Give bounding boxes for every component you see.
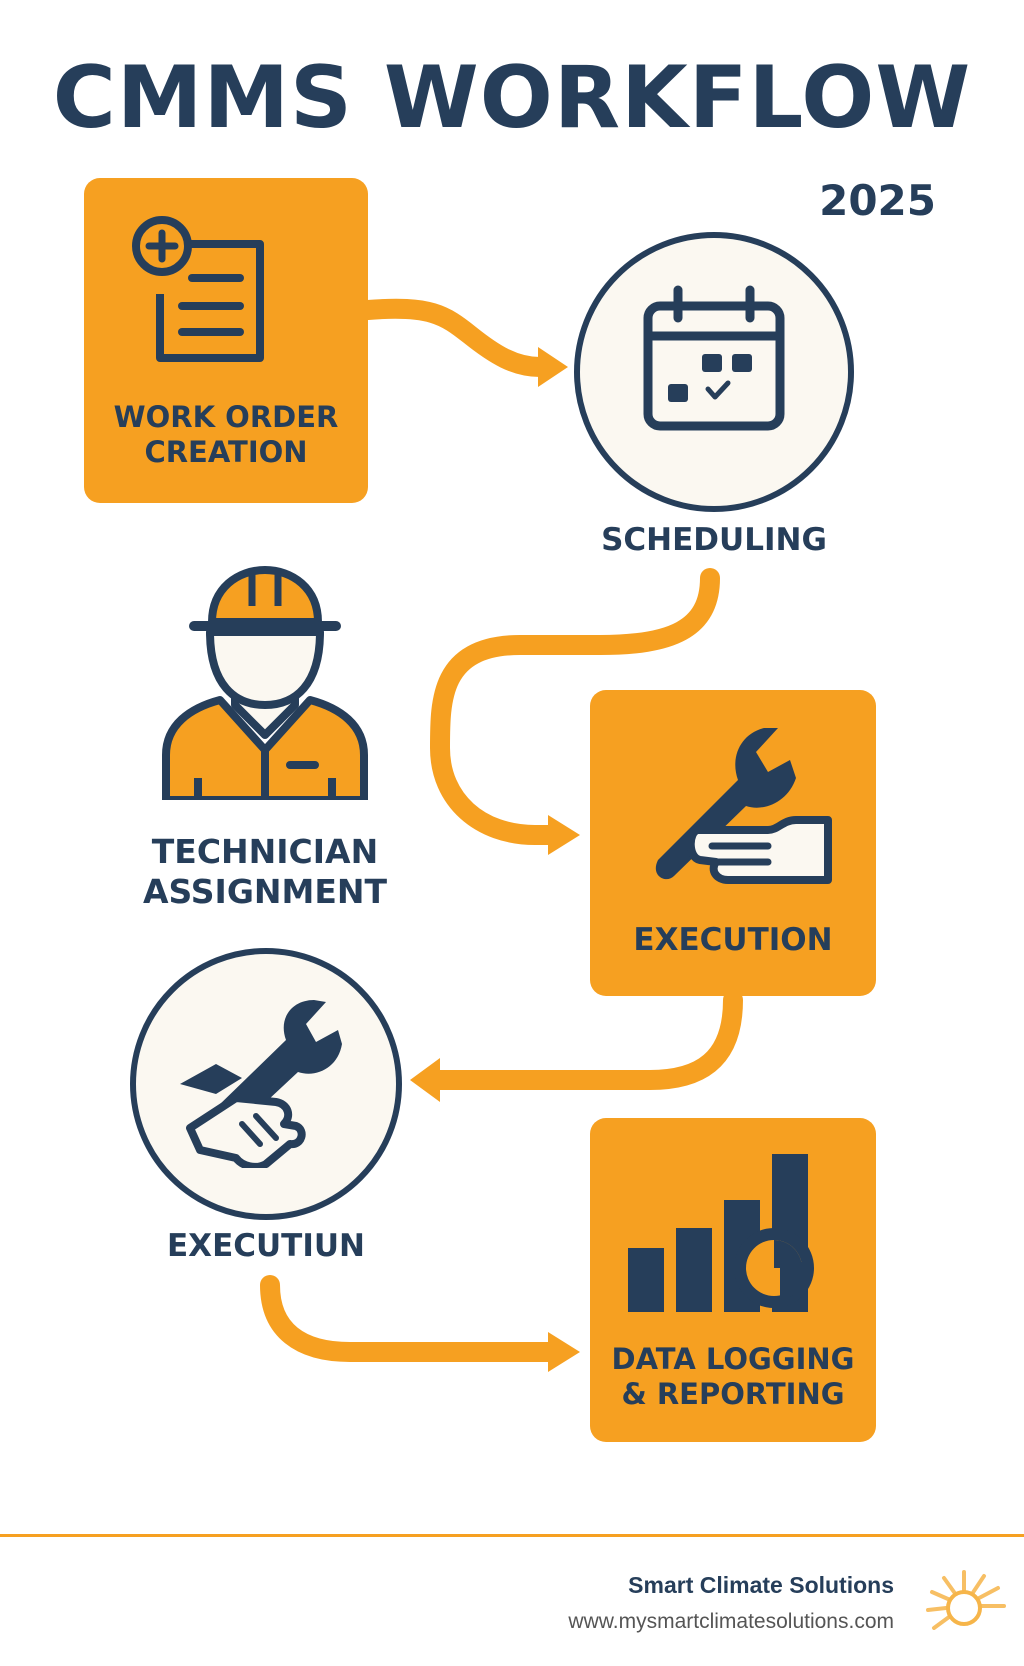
arrowhead-1 (538, 347, 568, 387)
company-url[interactable]: www.mysmartclimatesolutions.com (568, 1610, 894, 1633)
step-data-logging-reporting: DATA LOGGING & REPORTING (590, 1118, 876, 1442)
arrow-execution-to-executiun (420, 990, 743, 1090)
step-label: SCHEDULING (601, 522, 827, 558)
step-technician-assignment: TECHNICIAN ASSIGNMENT (110, 832, 420, 913)
arrow-creation-to-scheduling (358, 298, 550, 377)
step-label-line2: CREATION (144, 435, 308, 470)
step-label: EXECUTION (633, 922, 833, 958)
arrowhead-3 (410, 1058, 440, 1102)
year-label: 2025 (819, 176, 936, 225)
step-label-line2: & REPORTING (621, 1377, 845, 1412)
step-execution: EXECUTION (590, 690, 876, 996)
bar-chart-icon (628, 1154, 814, 1312)
step-label-line2: ASSIGNMENT (142, 872, 388, 912)
step-label-line1: WORK ORDER (113, 400, 339, 434)
footer-divider (0, 1534, 1024, 1537)
page-title: CMMS WORKFLOW (52, 48, 972, 148)
technician-hardhat-icon (162, 566, 368, 800)
step-label: EXECUTIUN (167, 1228, 365, 1264)
step-scheduling (574, 232, 854, 512)
step-work-order-creation: WORK ORDER CREATION (84, 178, 368, 503)
calendar-icon (643, 285, 785, 431)
arrowhead-2 (548, 815, 580, 855)
sun-logo-icon (926, 1570, 1006, 1630)
arrowhead-4 (548, 1332, 580, 1372)
wrench-hand-icon (655, 728, 832, 884)
arrow-executiun-to-data (260, 1275, 570, 1362)
work-order-document-icon (132, 216, 264, 362)
arrow-scheduling-to-execution (430, 568, 720, 845)
wrench-handshake-icon (180, 1000, 342, 1168)
company-name: Smart Climate Solutions (628, 1572, 894, 1598)
step-label-line1: TECHNICIAN (151, 832, 379, 871)
step-label-line1: DATA LOGGING (611, 1342, 855, 1376)
step-executiun (130, 948, 402, 1220)
